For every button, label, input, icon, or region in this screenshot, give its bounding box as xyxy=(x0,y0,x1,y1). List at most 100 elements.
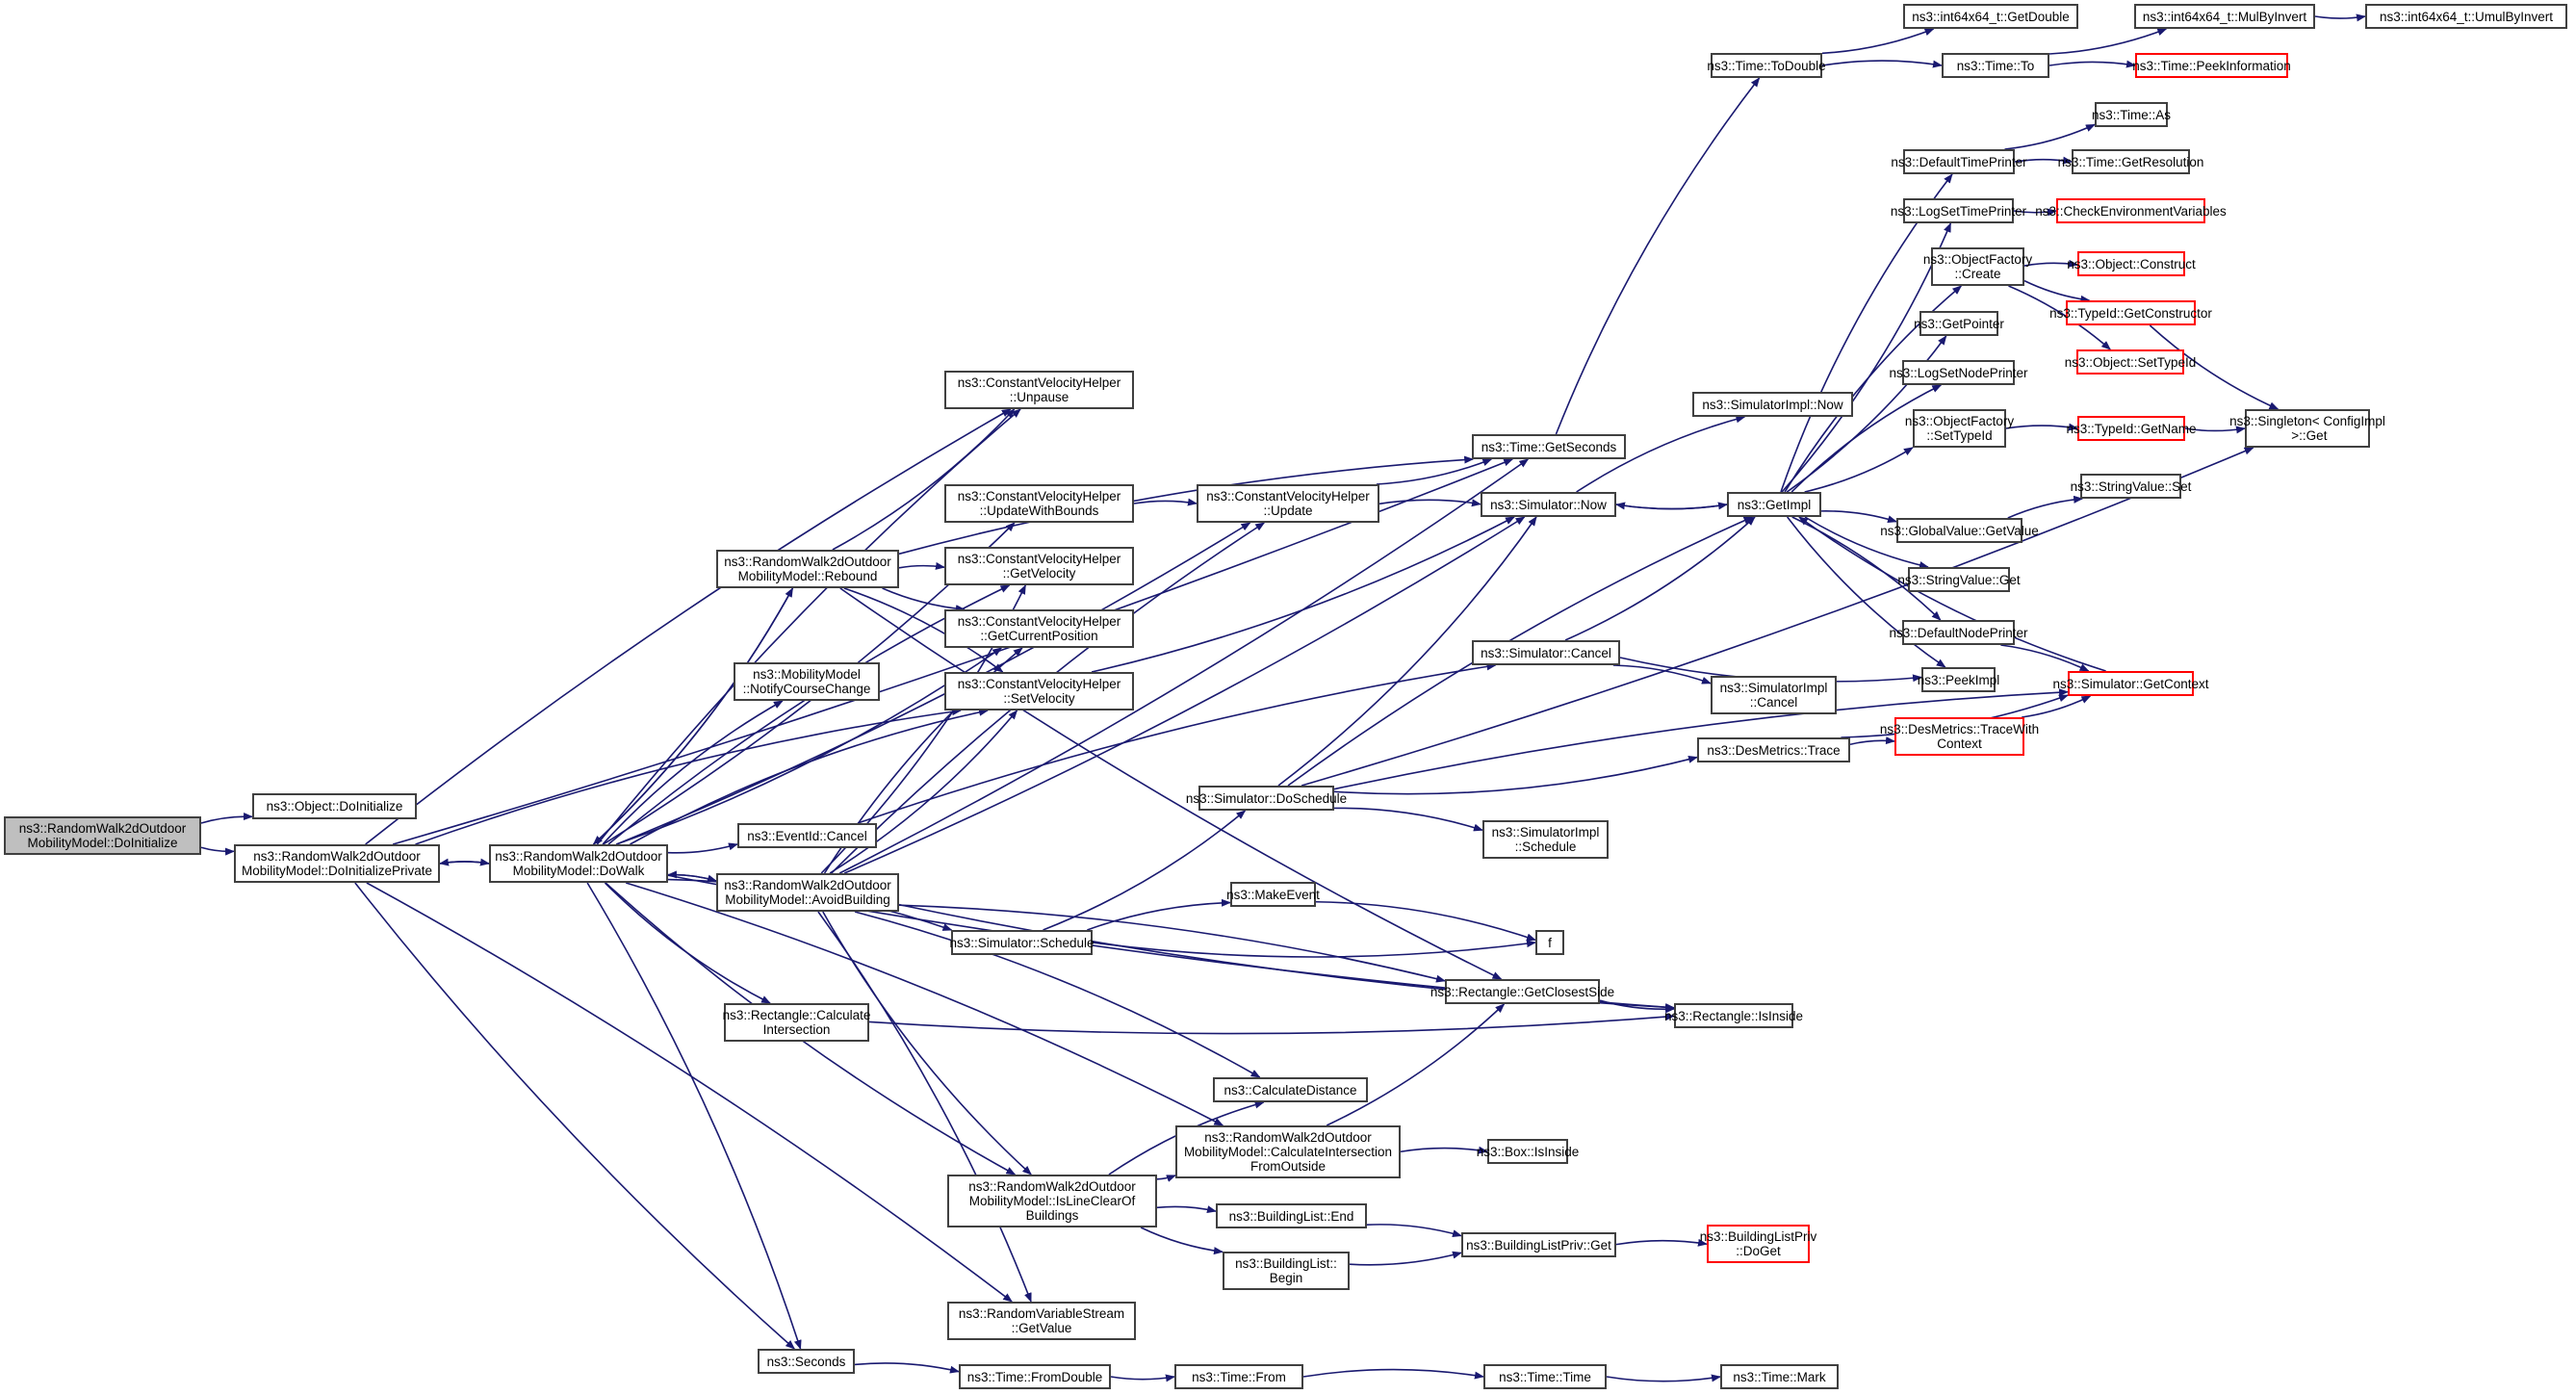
edge-fromDouble-to-from xyxy=(1110,1374,1175,1382)
edge-getImpl-to-peekImpl xyxy=(1787,516,1946,668)
edge-avoid-to-closestSide xyxy=(898,904,1446,983)
node-make-event[interactable]: ns3::MakeEvent xyxy=(1226,882,1320,907)
node-do-walk[interactable]: ns3::RandomWalk2dOutdoor MobilityModel::… xyxy=(489,844,668,883)
edge-calcOut-to-boxInside xyxy=(1400,1146,1488,1154)
node-log-time-pr[interactable]: ns3::LogSetTimePrinter xyxy=(1891,198,2026,223)
node-avoid[interactable]: ns3::RandomWalk2dOutdoor MobilityModel::… xyxy=(716,873,899,912)
node-sv-get[interactable]: ns3::StringValue::Get xyxy=(1897,567,2021,592)
edge-doWalk-to-seconds xyxy=(586,882,802,1350)
node-schedule[interactable]: ns3::Simulator::Schedule xyxy=(949,930,1095,955)
node-f[interactable]: f xyxy=(1535,930,1564,955)
edge-getCtor-to-singleton xyxy=(2149,324,2280,410)
node-rect-calc[interactable]: ns3::Rectangle::Calculate Intersection xyxy=(723,1003,870,1042)
edge-getImpl-to-simNow xyxy=(1615,502,1728,510)
node-get-vel[interactable]: ns3::ConstantVelocityHelper ::GetVelocit… xyxy=(944,547,1134,585)
node-def-time-pr[interactable]: ns3::DefaultTimePrinter xyxy=(1891,149,2027,174)
node-notify[interactable]: ns3::MobilityModel ::NotifyCourseChange xyxy=(734,662,880,701)
node-cv-update[interactable]: ns3::ConstantVelocityHelper ::Update xyxy=(1197,484,1379,523)
node-def-node-pr[interactable]: ns3::DefaultNodePrinter xyxy=(1889,620,2028,645)
node-mark[interactable]: ns3::Time::Mark xyxy=(1720,1364,1839,1389)
edge-ofCreate-to-objSetType xyxy=(2008,285,2111,350)
node-get-name[interactable]: ns3::TypeId::GetName xyxy=(2066,416,2197,441)
node-singleton[interactable]: ns3::Singleton< ConfigImpl >::Get xyxy=(2229,409,2385,448)
node-sv-set[interactable]: ns3::StringValue::Set xyxy=(2071,474,2191,499)
edge-defTimePr-to-timeAs xyxy=(2004,123,2096,150)
node-des-trace[interactable]: ns3::DesMetrics::Trace xyxy=(1697,737,1850,762)
node-trace-ctx[interactable]: ns3::DesMetrics::TraceWith Context xyxy=(1880,717,2039,756)
node-mul-inv[interactable]: ns3::int64x64_t::MulByInvert xyxy=(2134,4,2315,29)
node-blp-do-get[interactable]: ns3::BuildingListPriv ::DoGet xyxy=(1700,1225,1816,1263)
node-get-impl[interactable]: ns3::GetImpl xyxy=(1727,492,1821,517)
edge-doSchedule-to-getImpl xyxy=(1287,516,1754,787)
node-do-init-priv[interactable]: ns3::RandomWalk2dOutdoor MobilityModel::… xyxy=(234,844,440,883)
edge-root-to-doInitPriv xyxy=(200,846,235,856)
node-ev-cancel[interactable]: ns3::EventId::Cancel xyxy=(737,823,877,848)
node-time-as[interactable]: ns3::Time::As xyxy=(2092,102,2171,127)
node-umul-inv[interactable]: ns3::int64x64_t::UmulByInvert xyxy=(2365,4,2567,29)
edge-rebound-to-getVel xyxy=(898,561,945,570)
node-obj-construct[interactable]: ns3::Object::Construct xyxy=(2067,251,2196,276)
node-get-cur-pos[interactable]: ns3::ConstantVelocityHelper ::GetCurrent… xyxy=(944,609,1134,648)
edge-rebound-to-getCurPos xyxy=(882,587,966,613)
node-line-clear[interactable]: ns3::RandomWalk2dOutdoor MobilityModel::… xyxy=(947,1175,1157,1227)
node-rebound[interactable]: ns3::RandomWalk2dOutdoor MobilityModel::… xyxy=(716,550,899,588)
node-box-inside[interactable]: ns3::Box::IsInside xyxy=(1477,1139,1579,1164)
edge-avoid-to-simNow xyxy=(843,516,1526,874)
node-get-seconds[interactable]: ns3::Time::GetSeconds xyxy=(1472,434,1626,459)
node-impl-cancel[interactable]: ns3::SimulatorImpl ::Cancel xyxy=(1711,676,1837,714)
node-do-schedule[interactable]: ns3::Simulator::DoSchedule xyxy=(1186,786,1347,811)
edge-doWalk-to-evCancel xyxy=(667,842,738,854)
node-sim-cancel[interactable]: ns3::Simulator::Cancel xyxy=(1472,640,1620,665)
node-impl-schedule[interactable]: ns3::SimulatorImpl ::Schedule xyxy=(1482,820,1609,859)
node-sim-now[interactable]: ns3::Simulator::Now xyxy=(1481,492,1616,517)
node-impl-now[interactable]: ns3::SimulatorImpl::Now xyxy=(1692,392,1853,417)
node-set-vel[interactable]: ns3::ConstantVelocityHelper ::SetVelocit… xyxy=(944,672,1134,710)
edge-timeTo-to-peekInfo xyxy=(2048,60,2136,68)
node-to-double[interactable]: ns3::Time::ToDouble xyxy=(1707,53,1826,78)
edge-doWalk-to-calcOut xyxy=(625,882,1224,1126)
node-from-double[interactable]: ns3::Time::FromDouble xyxy=(959,1364,1111,1389)
node-calc-dist[interactable]: ns3::CalculateDistance xyxy=(1213,1077,1368,1102)
node-get-ctor[interactable]: ns3::TypeId::GetConstructor xyxy=(2049,300,2212,325)
edge-defNodePr-to-getContext xyxy=(2000,644,2090,672)
node-get-double[interactable]: ns3::int64x64_t::GetDouble xyxy=(1903,4,2078,29)
edge-blpGet-to-blpDoGet xyxy=(1615,1238,1708,1247)
edge-doInitPriv-to-seconds xyxy=(354,882,795,1350)
node-seconds[interactable]: ns3::Seconds xyxy=(758,1349,855,1374)
node-time-to[interactable]: ns3::Time::To xyxy=(1942,53,2049,78)
node-closest-side[interactable]: ns3::Rectangle::GetClosestSide xyxy=(1430,979,1614,1004)
node-check-env[interactable]: ns3::CheckEnvironmentVariables xyxy=(2035,198,2227,223)
edge-timeTime-to-mark xyxy=(1606,1374,1721,1382)
node-obj-do-init[interactable]: ns3::Object::DoInitialize xyxy=(252,793,417,819)
node-get-pointer[interactable]: ns3::GetPointer xyxy=(1914,311,2004,336)
edge-ofCreate-to-getCtor xyxy=(2023,279,2091,303)
node-peek-impl[interactable]: ns3::PeekImpl xyxy=(1918,667,1999,692)
node-root[interactable]: ns3::RandomWalk2dOutdoor MobilityModel::… xyxy=(4,816,201,855)
node-upd-bounds[interactable]: ns3::ConstantVelocityHelper ::UpdateWith… xyxy=(944,484,1134,523)
node-bl-end[interactable]: ns3::BuildingList::End xyxy=(1216,1203,1367,1228)
node-of-set-type[interactable]: ns3::ObjectFactory ::SetTypeId xyxy=(1905,409,2014,448)
edge-doInitPriv-to-rvsGet xyxy=(366,882,1013,1303)
edge-ofCreate-to-objConstruct xyxy=(2023,259,2078,268)
node-log-node-pr[interactable]: ns3::LogSetNodePrinter xyxy=(1889,360,2028,385)
edge-doSchedule-to-desTrace xyxy=(1333,755,1698,795)
node-rect-inside[interactable]: ns3::Rectangle::IsInside xyxy=(1664,1003,1803,1028)
node-peek-info[interactable]: ns3::Time::PeekInformation xyxy=(2132,53,2291,78)
node-get-res[interactable]: ns3::Time::GetResolution xyxy=(2058,149,2203,174)
node-obj-set-type[interactable]: ns3::Object::SetTypeId xyxy=(2065,349,2196,375)
edge-getName-to-singleton xyxy=(2184,426,2246,434)
node-calc-out[interactable]: ns3::RandomWalk2dOutdoor MobilityModel::… xyxy=(1175,1125,1401,1178)
node-gv-get[interactable]: ns3::GlobalValue::GetValue xyxy=(1880,518,2039,543)
edge-updBounds-to-cvUpdate xyxy=(1133,498,1198,506)
node-from[interactable]: ns3::Time::From xyxy=(1174,1364,1303,1389)
node-time-time[interactable]: ns3::Time::Time xyxy=(1483,1364,1607,1389)
node-get-context[interactable]: ns3::Simulator::GetContext xyxy=(2052,671,2209,696)
node-rvs-get[interactable]: ns3::RandomVariableStream ::GetValue xyxy=(947,1302,1136,1340)
edge-root-to-objDoInit xyxy=(200,813,253,824)
node-blp-get[interactable]: ns3::BuildingListPriv::Get xyxy=(1461,1232,1616,1257)
node-bl-begin[interactable]: ns3::BuildingList:: Begin xyxy=(1223,1252,1350,1290)
node-of-create[interactable]: ns3::ObjectFactory ::Create xyxy=(1923,247,2032,286)
edge-traceCtx-to-getContext xyxy=(2022,695,2092,718)
node-unpause[interactable]: ns3::ConstantVelocityHelper ::Unpause xyxy=(944,371,1134,409)
edge-timeTo-to-mulInv xyxy=(2048,28,2168,55)
